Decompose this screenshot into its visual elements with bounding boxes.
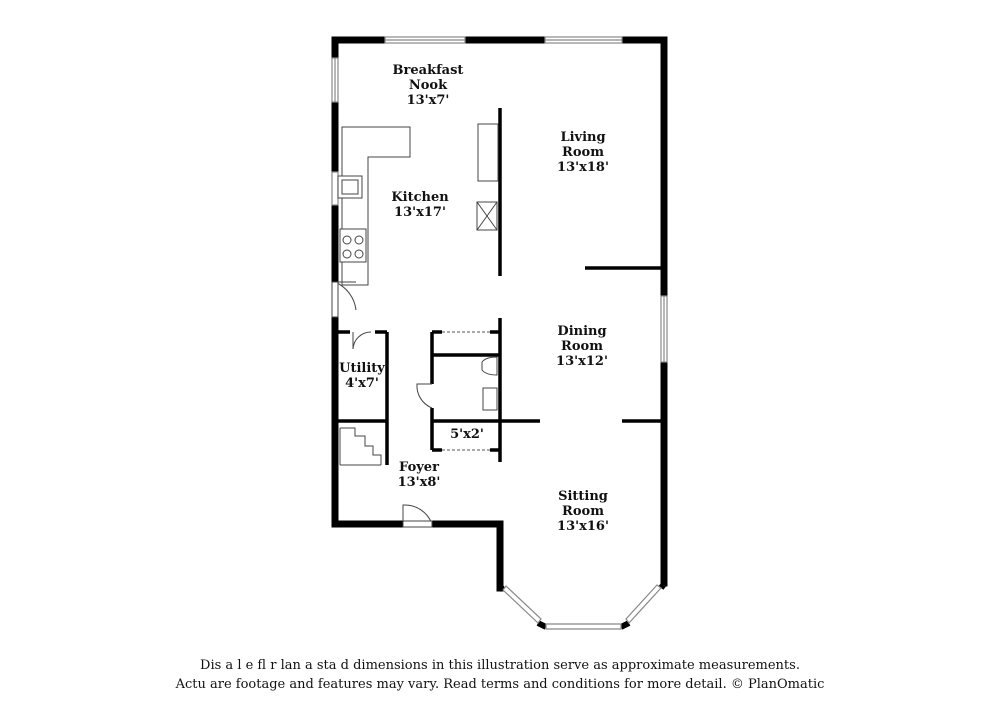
bay-windows: [502, 584, 662, 630]
room-size: 13'x17': [394, 205, 446, 220]
closet-rods: [442, 331, 490, 451]
room-name: Breakfast: [392, 63, 464, 78]
room-name: Dining: [557, 324, 607, 339]
breakfast-nook-label: Breakfast Nook 13'x7': [393, 63, 464, 108]
bay-walls: [497, 582, 667, 630]
sitting-room-label: Sitting Room 13'x16': [557, 489, 609, 534]
interior-walls: [335, 108, 664, 465]
room-name: Foyer: [399, 460, 439, 475]
stairs: [339, 427, 382, 466]
room-name: Living: [560, 130, 606, 145]
foyer-label: Foyer 13'x8': [398, 460, 441, 490]
windows: [331, 36, 668, 363]
room-name: Utility: [339, 361, 385, 376]
dining-room-label: Dining Room 13'x12': [556, 324, 608, 369]
living-room-label: Living Room 13'x18': [557, 130, 609, 175]
doors: [331, 281, 433, 528]
room-size: 13'x7': [406, 93, 450, 108]
kitchen-counters: [337, 123, 499, 286]
closet-label: 5'x2': [450, 427, 484, 442]
bath-fixtures: [481, 356, 498, 411]
room-size: 4'x7': [345, 376, 379, 391]
room-name: Room: [561, 339, 603, 354]
room-size: 13'x16': [557, 519, 609, 534]
room-name: Room: [562, 145, 604, 160]
room-name: Nook: [408, 78, 448, 93]
room-size: 13'x18': [557, 160, 609, 175]
room-name: Kitchen: [391, 190, 449, 205]
room-size: 13'x8': [397, 475, 441, 490]
disclaimer-line-2: Actu are footage and features may vary. …: [175, 677, 825, 692]
room-size: 13'x12': [556, 354, 608, 369]
disclaimer-line-1: Dis a l e fl r lan a sta d dimensions in…: [200, 658, 800, 673]
room-size: 5'x2': [450, 427, 484, 442]
utility-label: Utility 4'x7': [339, 361, 385, 391]
room-name: Room: [562, 504, 604, 519]
room-name: Sitting: [558, 489, 608, 504]
kitchen-label: Kitchen 13'x17': [391, 190, 448, 220]
